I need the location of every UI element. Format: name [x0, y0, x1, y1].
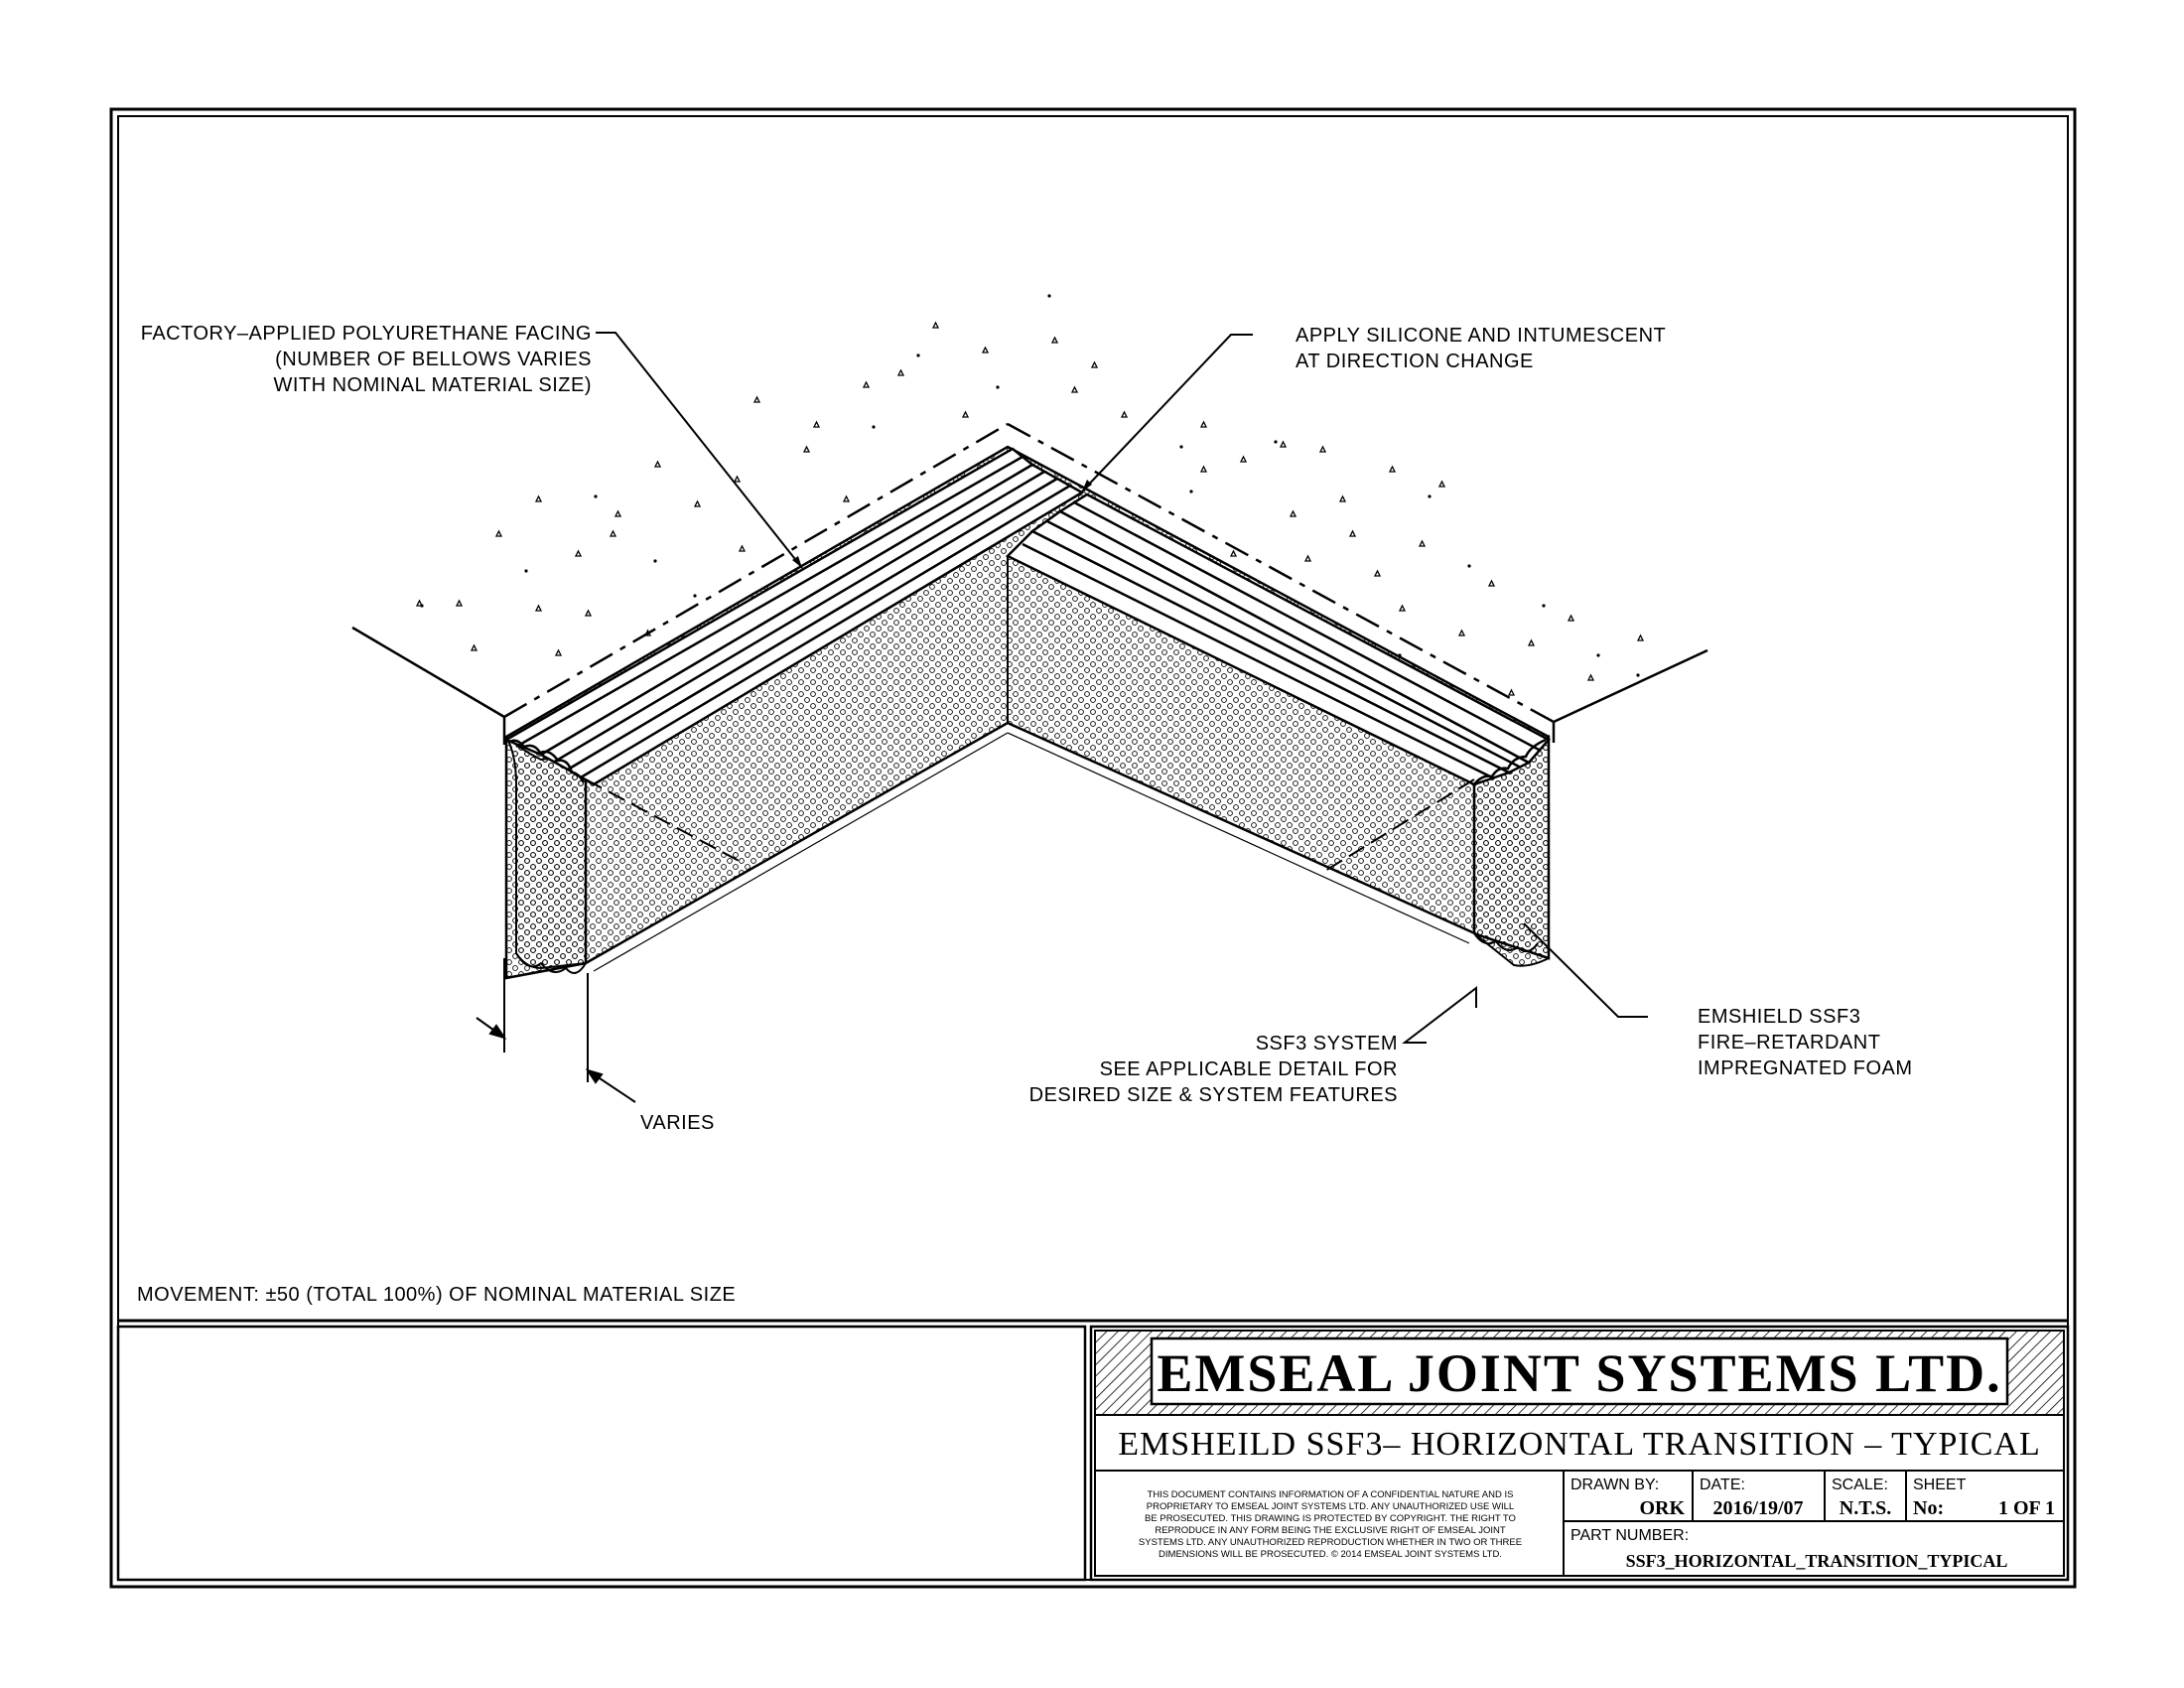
- leader-arrows: [792, 480, 1092, 568]
- slab-back-edge-left: [503, 422, 1009, 719]
- joint-detail-drawing: [351, 294, 1708, 1103]
- facing-label-line2: (NUMBER OF BELLOWS VARIES: [275, 349, 592, 370]
- system-label-line3: DESIRED SIZE & SYSTEM FEATURES: [1029, 1084, 1398, 1106]
- foam-bottom-scallop-left: [515, 952, 587, 974]
- hidden-line-right: [1319, 778, 1475, 875]
- scale-label: SCALE:: [1832, 1477, 1888, 1493]
- legal-line-1: THIS DOCUMENT CONTAINS INFORMATION OF A …: [1148, 1489, 1514, 1500]
- bellows-right: [1005, 492, 1551, 786]
- company-banner: [1150, 1336, 2009, 1406]
- foam-bottom-scallop-right: [1473, 932, 1539, 953]
- part-number-value: SSF3_HORIZONTAL_TRANSITION_TYPICAL: [1626, 1551, 2008, 1571]
- foam-bottom-right: [1007, 722, 1475, 934]
- sheet-no-label: No:: [1913, 1497, 1944, 1519]
- silicone-label-line1: APPLY SILICONE AND INTUMESCENT: [1296, 325, 1666, 347]
- outer-border: [109, 107, 2077, 1589]
- slab-edge-left: [351, 626, 505, 719]
- drawn-by-label: DRAWN BY:: [1570, 1477, 1659, 1493]
- date-label: DATE:: [1700, 1477, 1745, 1493]
- concrete-dots: [420, 294, 1640, 677]
- foam-label-line1: EMSHIELD SSF3: [1698, 1006, 1860, 1028]
- part-number-label: PART NUMBER:: [1570, 1527, 1689, 1544]
- bellows-end-left: [507, 739, 586, 783]
- facing-label-line1: FACTORY–APPLIED POLYURETHANE FACING: [141, 323, 592, 345]
- legal-line-2: PROPRIETARY TO EMSEAL JOINT SYSTEMS LTD.…: [1147, 1501, 1514, 1512]
- system-label-line2: SEE APPLICABLE DETAIL FOR: [1100, 1058, 1398, 1080]
- scale-value: N.T.S.: [1840, 1497, 1891, 1519]
- foam-end-left: [505, 736, 587, 970]
- company-name: EMSEAL JOINT SYSTEMS LTD.: [1157, 1343, 2001, 1403]
- bellows-end-right: [1473, 738, 1547, 785]
- system-label-line1: SSF3 SYSTEM: [1256, 1033, 1398, 1055]
- foam-bottom-left-2: [593, 732, 1009, 972]
- concrete-aggregate: [415, 321, 1645, 696]
- title-box: [1089, 1325, 2070, 1582]
- sheet-label: SHEET: [1913, 1477, 1967, 1493]
- foam-label-line3: IMPREGNATED FOAM: [1698, 1057, 1913, 1079]
- foam-label-line2: FIRE–RETARDANT: [1698, 1032, 1880, 1054]
- legal-line-6: DIMENSIONS WILL BE PROSECUTED. © 2014 EM…: [1159, 1549, 1502, 1560]
- hidden-line-left: [585, 778, 746, 865]
- silicone-label-line2: AT DIRECTION CHANGE: [1296, 351, 1534, 372]
- legal-line-4: REPRODUCE IN ANY FORM BEING THE EXCLUSIV…: [1155, 1525, 1506, 1536]
- drawn-by-value: ORK: [1639, 1497, 1685, 1519]
- varies-dimension: [476, 958, 636, 1103]
- bellows-left: [503, 447, 1085, 786]
- sheet-value: 1 OF 1: [1998, 1497, 2055, 1519]
- foam-bottom-right-2: [1007, 732, 1470, 944]
- leader-lines: [596, 332, 1648, 1044]
- title-block: EMSEAL JOINT SYSTEMS LTD. EMSHEILD SSF3–…: [116, 1325, 2070, 1582]
- facing-label-line3: WITH NOMINAL MATERIAL SIZE): [273, 374, 592, 396]
- revision-box: [116, 1325, 1087, 1582]
- movement-note: MOVEMENT: ±50 (TOTAL 100%) OF NOMINAL MA…: [137, 1284, 736, 1306]
- varies-label: VARIES: [640, 1112, 715, 1134]
- drawing-title: EMSHEILD SSF3– HORIZONTAL TRANSITION – T…: [1118, 1426, 2041, 1463]
- legal-line-5: SYSTEMS LTD. ANY UNAUTHORIZED REPRODUCTI…: [1139, 1537, 1522, 1548]
- slab-edge-right: [1553, 648, 1708, 724]
- foam-bottom-left: [585, 722, 1009, 964]
- legal-line-3: BE PROSECUTED. THIS DRAWING IS PROTECTED…: [1145, 1513, 1516, 1524]
- info-grid: [1094, 1470, 2065, 1577]
- date-value: 2016/19/07: [1712, 1497, 1803, 1519]
